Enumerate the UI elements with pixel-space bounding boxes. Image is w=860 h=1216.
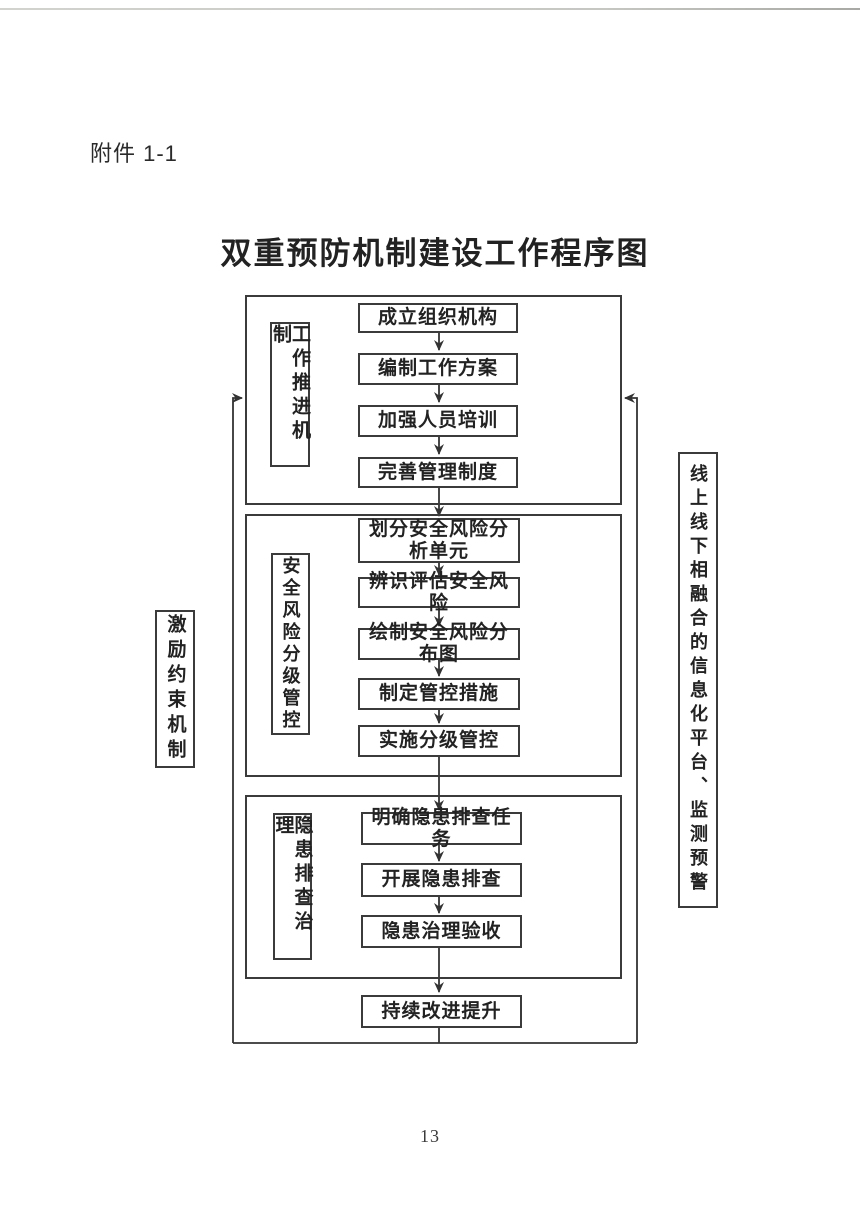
attachment-label: 附件 1-1 — [90, 141, 178, 166]
flow-step-strengthen-training: 加强人员培训 — [358, 405, 518, 437]
flow-step-carry-out-inspection: 开展隐患排查 — [361, 863, 522, 897]
flow-step-draw-risk-map: 绘制安全风险分布图 — [358, 622, 520, 665]
flow-step-formulate-control-measures: 制定管控措施 — [358, 678, 520, 710]
feedback-line-right — [624, 393, 638, 1043]
section-label-hazard-treatment: 隐患排查治理 — [273, 813, 313, 960]
feedback-line-left — [232, 393, 243, 1043]
section-frame-work-promotion — [245, 295, 622, 505]
flow-step-continuous-improvement: 持续改进提升 — [361, 995, 522, 1028]
sidebar-incentive-mechanism: 激励约束机制 — [155, 610, 195, 768]
page-number: 13 — [420, 1126, 440, 1146]
scan-artifact-line — [0, 8, 860, 10]
section-frame-hazard-treatment — [245, 795, 622, 979]
flow-step-establish-organization: 成立组织机构 — [358, 303, 518, 333]
flow-step-identify-assess-risks: 辨识评估安全风险 — [358, 571, 520, 614]
sidebar-information-platform: 线上线下相融合的信息化平台、监测预警 — [678, 452, 718, 908]
section-frame-risk-control — [245, 514, 622, 777]
flow-step-treatment-acceptance: 隐患治理验收 — [361, 915, 522, 948]
flow-step-improve-management: 完善管理制度 — [358, 457, 518, 488]
diagram-title: 双重预防机制建设工作程序图 — [220, 236, 650, 271]
flow-step-divide-risk-units: 划分安全风险分析单元 — [358, 518, 520, 563]
section-label-work-promotion: 工作推进机制 — [270, 322, 310, 467]
flow-step-implement-graded-control: 实施分级管控 — [358, 725, 520, 757]
flow-step-prepare-work-plan: 编制工作方案 — [358, 353, 518, 385]
flow-step-clarify-inspection-tasks: 明确隐患排查任务 — [361, 807, 522, 850]
section-label-risk-control: 安全风险分级管控 — [271, 553, 310, 735]
